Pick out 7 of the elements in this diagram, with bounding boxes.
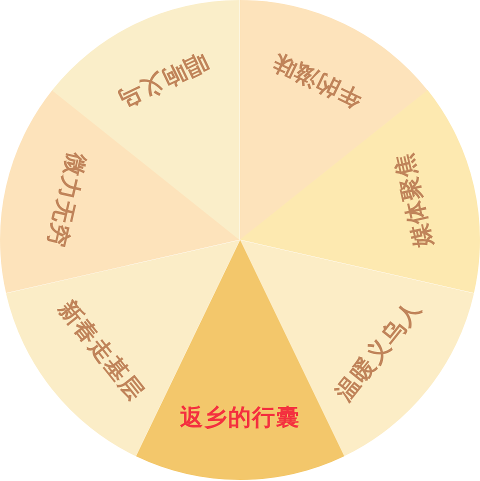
sector-label: 新春走基层 bbox=[53, 296, 148, 406]
sector-label: 媒体聚焦 bbox=[390, 150, 437, 250]
sector-label: 微力无穷 bbox=[43, 150, 90, 250]
sector-label: 唱响义乌 bbox=[114, 47, 212, 112]
sector-label: 返乡的行囊 bbox=[180, 405, 300, 431]
sector-label: 年的滋味 bbox=[268, 47, 366, 112]
sector-label: 温暖义乌人 bbox=[332, 296, 427, 406]
